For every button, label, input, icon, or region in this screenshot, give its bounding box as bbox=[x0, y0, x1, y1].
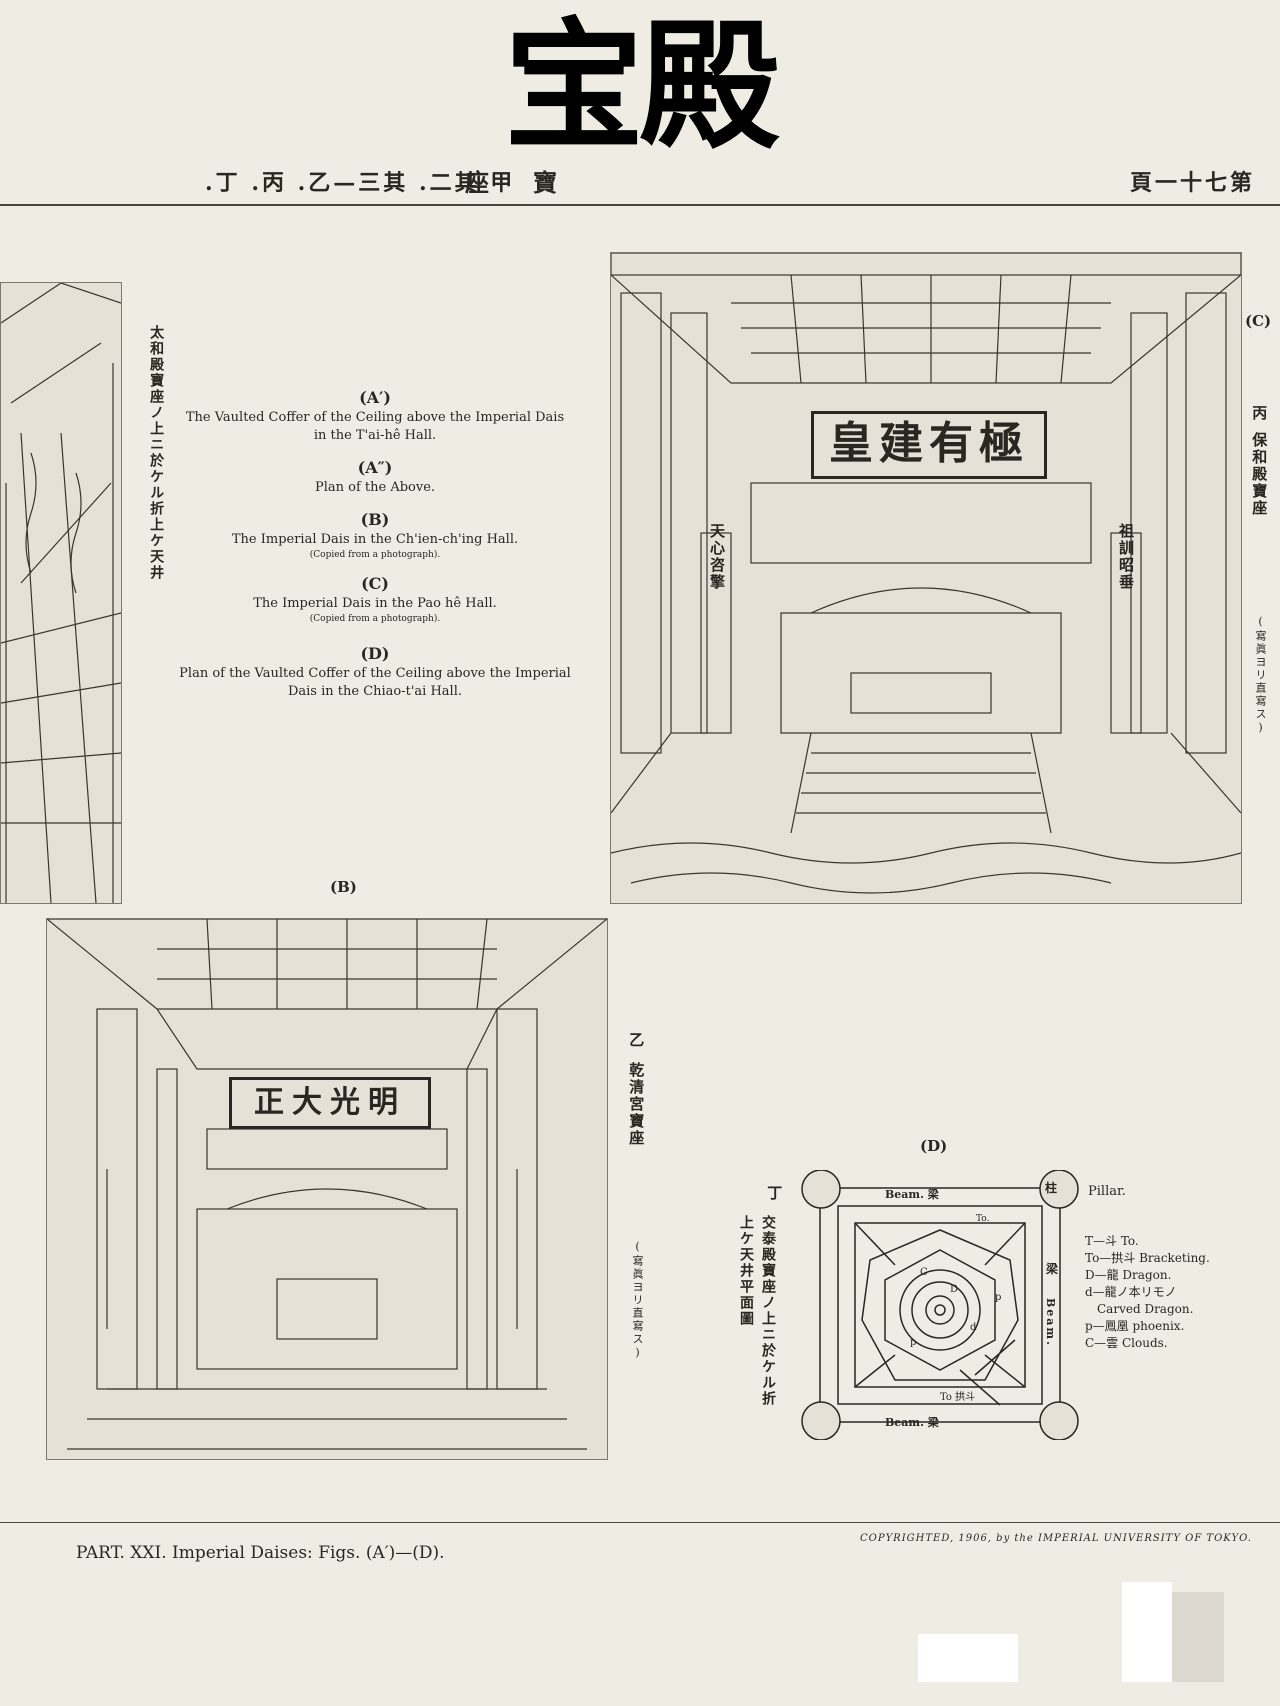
caption-d: (D) Plan of the Vaulted Coffer of the Ce… bbox=[170, 645, 580, 701]
caption-line: The Imperial Dais in the Ch'ien-ch'ing H… bbox=[231, 532, 519, 547]
caption-label: (A″) bbox=[357, 458, 393, 477]
legend-item: To—拱斗 Bracketing. bbox=[1085, 1251, 1210, 1265]
plan-mark-p: p bbox=[910, 1337, 916, 1348]
plan-mark-d: D bbox=[950, 1284, 958, 1295]
caption-note: (Copied from a photograph). bbox=[309, 614, 441, 624]
caption-label: (B) bbox=[360, 510, 390, 529]
blank-patch bbox=[918, 1634, 1018, 1682]
plan-mark-d: d bbox=[970, 1322, 977, 1333]
fig-b-side-note: (寫眞ヨリ直寫ス) bbox=[631, 1240, 644, 1361]
fig-b-drawing: 正大光明 bbox=[46, 918, 608, 1460]
header-left: .丁 .丙 .乙—三其 .二其 甲 bbox=[205, 170, 516, 196]
fig-d-side-caption: 交泰殿寶座ノ上ニ於ケル折上ケ天井平面圖 bbox=[738, 1215, 776, 1407]
fig-c-couplet-right: 祖訓昭垂 bbox=[1117, 523, 1135, 591]
fig-d-beam-right: Beam. bbox=[1044, 1298, 1057, 1347]
fig-b-hall-sketch bbox=[47, 919, 607, 1450]
caption-a-double-prime: (A″) Plan of the Above. bbox=[170, 459, 580, 497]
caption-label: (C) bbox=[361, 574, 389, 593]
header-center: 座 寶 bbox=[465, 168, 567, 197]
plan-mark-p: p bbox=[995, 1292, 1001, 1303]
legend-item: p—鳳凰 phoenix. bbox=[1085, 1319, 1185, 1333]
fig-a-prime-partial-drawing bbox=[0, 282, 122, 904]
legend-item: d—龍ノ本リモノ bbox=[1085, 1285, 1177, 1299]
legend-item: D—龍 Dragon. bbox=[1085, 1268, 1172, 1282]
blank-patch bbox=[1172, 1592, 1224, 1682]
legend-item: T—斗 To. bbox=[1085, 1234, 1139, 1248]
header-right: 頁一十七第 bbox=[1130, 170, 1256, 196]
fig-d-pillar-glyph: 柱 bbox=[1045, 1181, 1058, 1195]
fig-b-plaque: 正大光明 bbox=[229, 1077, 431, 1129]
fig-c-couplet-left: 天心咨擎 bbox=[708, 523, 726, 591]
fig-d-side-title: 丁 bbox=[765, 1185, 784, 1202]
plan-mark-c: C bbox=[920, 1267, 928, 1278]
legend-item: Carved Dragon. bbox=[1085, 1302, 1194, 1316]
fig-c-plaque: 皇建有極 bbox=[811, 411, 1047, 479]
fig-c-side-caption: 保和殿寶座 bbox=[1250, 432, 1269, 517]
fig-d-to-bottom: To 拱斗 bbox=[940, 1392, 976, 1403]
caption-a-prime: (A′) The Vaulted Coffer of the Ceiling a… bbox=[170, 389, 580, 445]
captions-block: (A′) The Vaulted Coffer of the Ceiling a… bbox=[170, 375, 580, 701]
footer-copyright: COPYRIGHTED, 1906, by the IMPERIAL UNIVE… bbox=[860, 1533, 1252, 1544]
fig-b-side-caption: 乾清宮寶座 bbox=[627, 1062, 646, 1147]
fig-d-to-top: To. bbox=[976, 1214, 990, 1224]
legend-item: C—雲 Clouds. bbox=[1085, 1336, 1168, 1350]
caption-line: The Vaulted Coffer of the Ceiling above … bbox=[185, 410, 565, 425]
fig-a-prime-sketch bbox=[1, 283, 121, 903]
caption-label: (A′) bbox=[359, 388, 391, 407]
fig-a-prime-side-caption: 太和殿寶座ノ上ニ於ケル折上ケ天井 bbox=[148, 325, 165, 581]
fig-d-legend: T—斗 To. To—拱斗 Bracketing. D—龍 Dragon. d—… bbox=[1085, 1233, 1210, 1352]
fig-d-beam-glyph: 梁 bbox=[1046, 1262, 1059, 1276]
fig-c-side-title: 丙 bbox=[1250, 405, 1269, 422]
blank-patch bbox=[1122, 1582, 1172, 1682]
fig-d-plan: D d p p C Beam. 梁 Beam. 梁 柱 梁 Beam. To. … bbox=[800, 1170, 1080, 1440]
fig-c-hall-sketch bbox=[611, 253, 1241, 894]
caption-line: Plan of the Vaulted Coffer of the Ceilin… bbox=[179, 666, 571, 681]
fig-c-label: (C) bbox=[1245, 312, 1272, 330]
caption-c: (C) The Imperial Dais in the Pao hê Hall… bbox=[170, 575, 580, 625]
header-rule bbox=[0, 204, 1280, 206]
fig-c-side-note: (寫眞ヨリ直寫ス) bbox=[1254, 615, 1267, 736]
caption-note: (Copied from a photograph). bbox=[309, 550, 441, 560]
footer-plate-caption: PART. XXI. Imperial Daises: Figs. (A′)—(… bbox=[76, 1543, 445, 1563]
caption-line: in the T'ai-hê Hall. bbox=[313, 428, 437, 443]
caption-label: (D) bbox=[360, 644, 390, 663]
fig-b-label: (B) bbox=[330, 878, 357, 896]
fig-d-label: (D) bbox=[920, 1137, 948, 1155]
fig-b-side-title: 乙 bbox=[627, 1032, 646, 1049]
caption-b: (B) The Imperial Dais in the Ch'ien-ch'i… bbox=[170, 511, 580, 561]
caption-line: Plan of the Above. bbox=[314, 480, 436, 495]
fig-c-drawing: 皇建有極 天心咨擎 祖訓昭垂 bbox=[610, 252, 1242, 904]
caption-line: The Imperial Dais in the Pao hê Hall. bbox=[253, 596, 497, 611]
fig-d-beam-top: Beam. 梁 bbox=[885, 1188, 939, 1201]
footer-rule bbox=[0, 1522, 1280, 1523]
page-title: 宝殿 bbox=[503, 6, 780, 169]
fig-d-beam-bottom: Beam. 梁 bbox=[885, 1416, 939, 1429]
caption-line: Dais in the Chiao-t'ai Hall. bbox=[287, 684, 463, 699]
fig-d-pillar-label: Pillar. bbox=[1088, 1184, 1126, 1199]
fig-d-plan-sketch: D d p p C bbox=[801, 1170, 1079, 1440]
